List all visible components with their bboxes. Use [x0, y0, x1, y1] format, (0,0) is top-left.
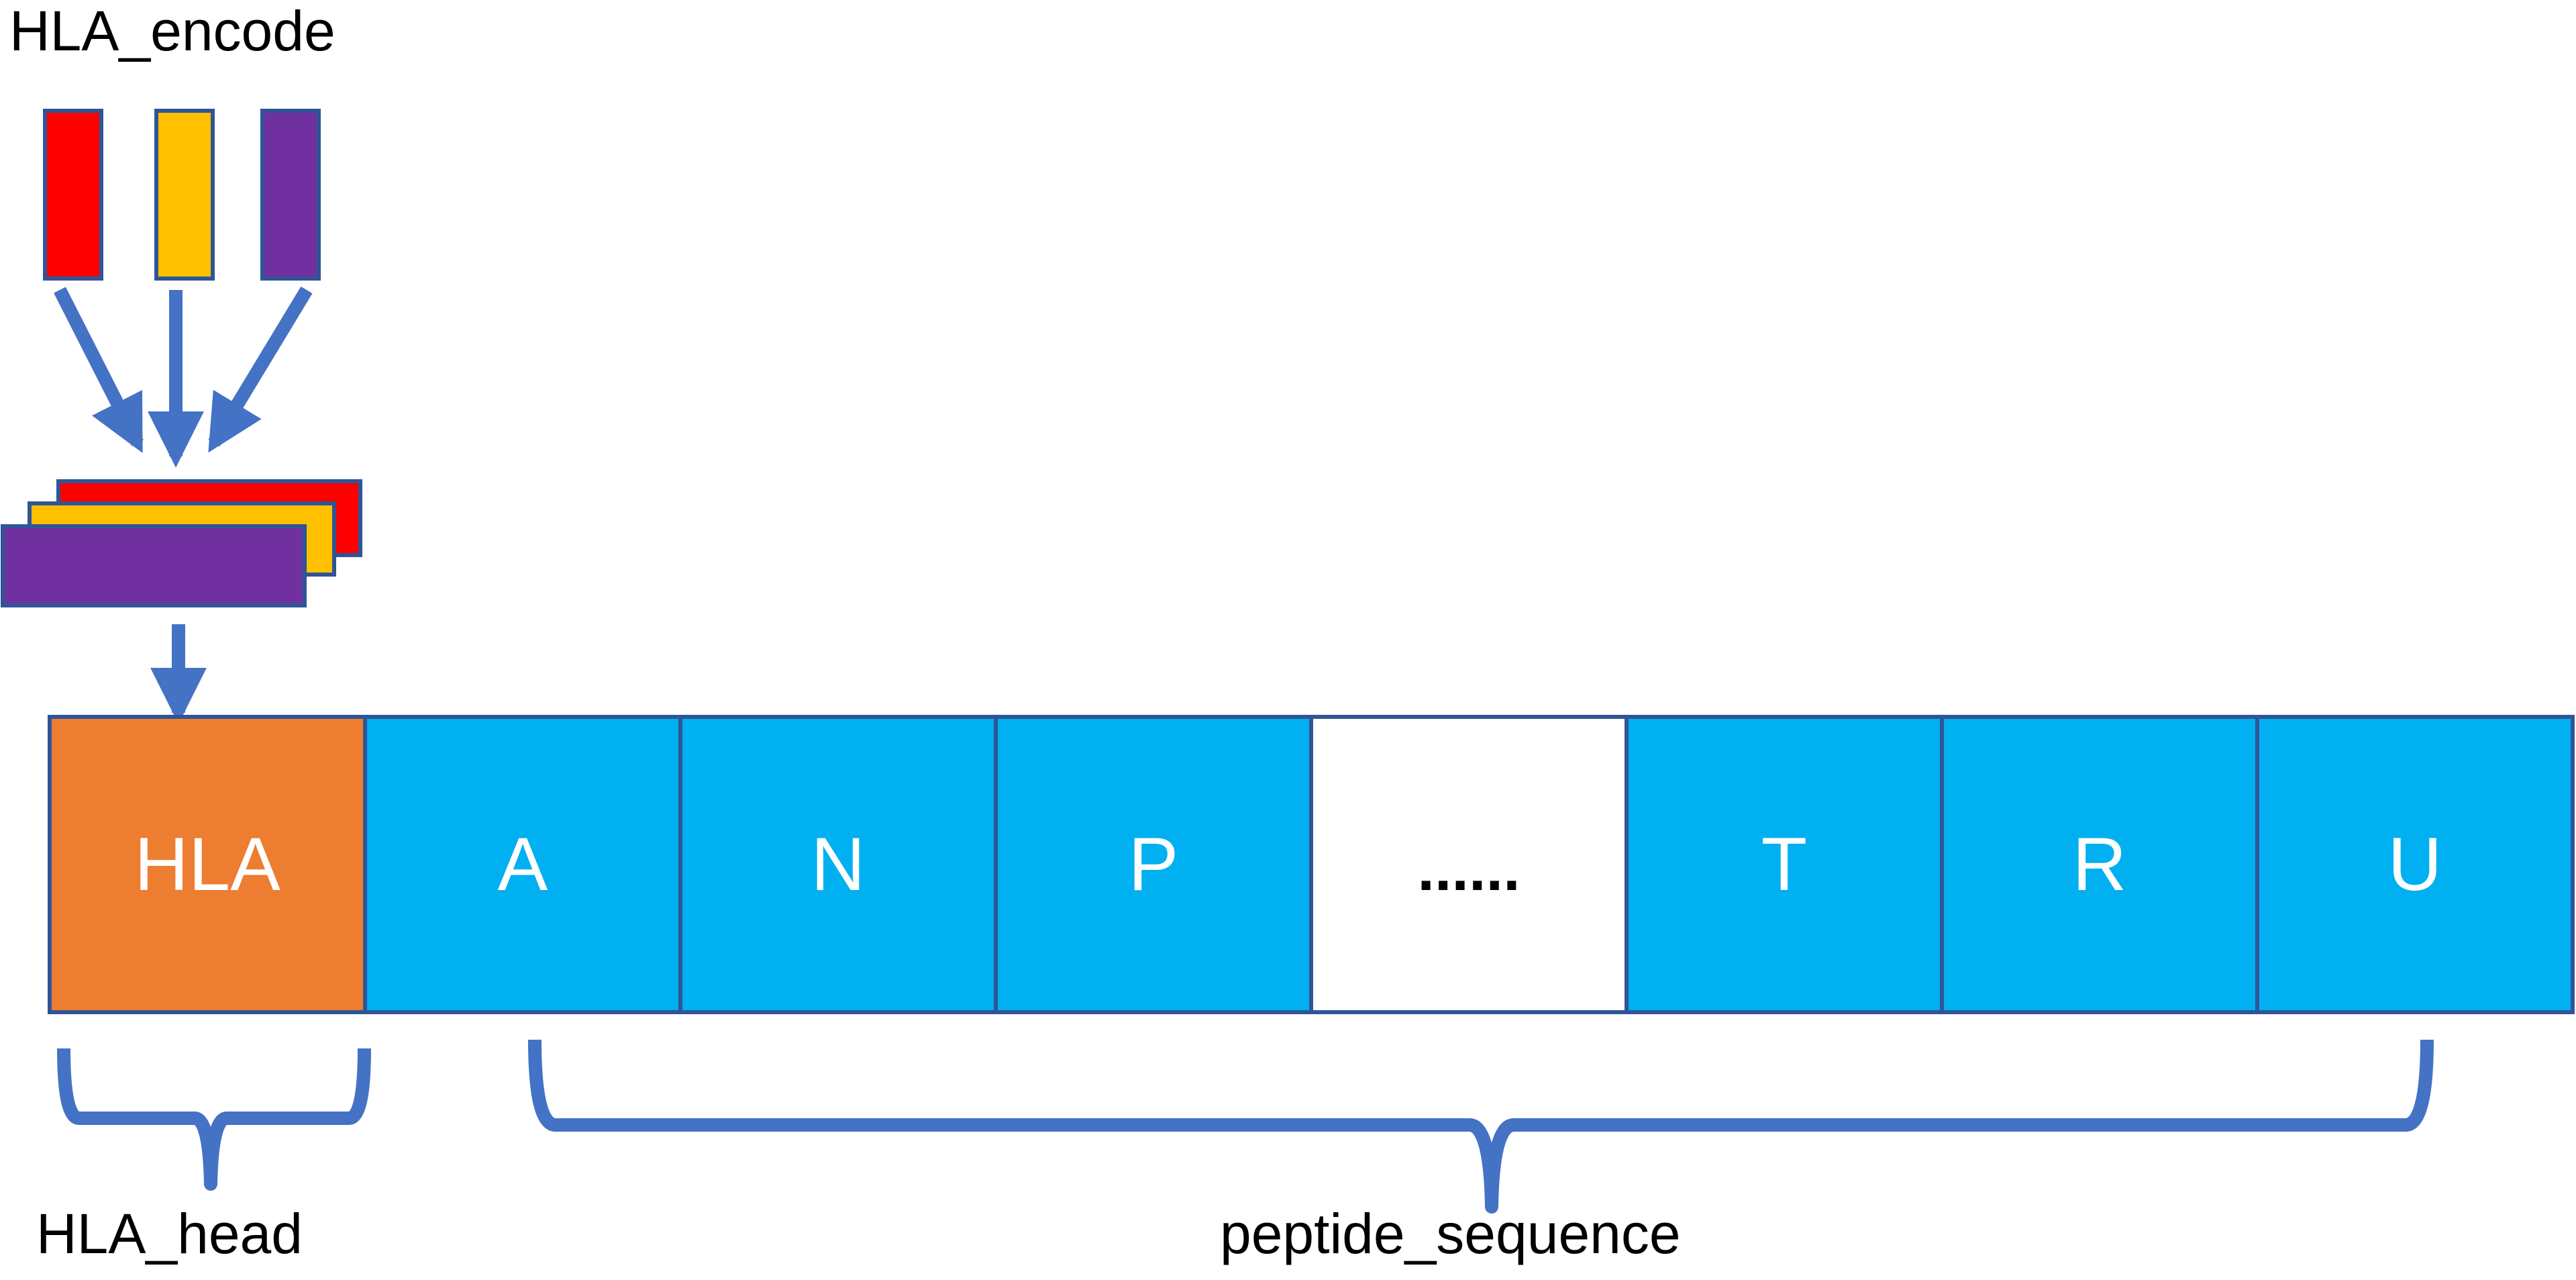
cell-label: P	[1129, 822, 1179, 906]
peptide-sequence-brace	[528, 1039, 2434, 1214]
cell-label: N	[811, 822, 866, 906]
hla-head-cell: HLA	[48, 715, 367, 1014]
stacked-encoding	[1, 479, 362, 607]
cell-box	[1625, 715, 1944, 1014]
peptide-sequence-label: peptide_sequence	[1220, 1202, 1681, 1265]
cell-box	[48, 715, 367, 1014]
stacked-layer-purple	[1, 524, 307, 607]
cell-label: HLA	[134, 822, 280, 906]
cell-box	[1309, 715, 1629, 1014]
cell-label: A	[498, 822, 548, 906]
encode-bar-purple	[260, 109, 321, 281]
ellipsis-cell: ......	[1309, 715, 1629, 1014]
hla-encode-title: HLA_encode	[9, 0, 336, 62]
cell-box	[363, 715, 682, 1014]
residue-cell-n: N	[678, 715, 998, 1014]
cell-label: ......	[1417, 835, 1520, 903]
cell-box	[2255, 715, 2575, 1014]
residue-cell-r: R	[1940, 715, 2259, 1014]
residue-cell-u: U	[2255, 715, 2575, 1014]
cell-box	[1940, 715, 2259, 1014]
arrow-from-red	[54, 287, 144, 453]
hla-head-brace	[57, 1048, 371, 1191]
residue-cell-t: T	[1625, 715, 1944, 1014]
encode-bar-red	[43, 109, 103, 281]
hla-head-label: HLA_head	[36, 1202, 303, 1265]
cell-label: R	[2073, 822, 2127, 906]
encode-bar-yellow	[154, 109, 215, 281]
converging-arrows	[54, 286, 313, 468]
cell-label: U	[2388, 822, 2442, 906]
arrow-from-purple	[208, 286, 313, 453]
encode-source-bars	[43, 109, 321, 281]
cell-box	[994, 715, 1313, 1014]
residue-cell-p: P	[994, 715, 1313, 1014]
cell-label: T	[1761, 822, 1807, 906]
residue-cell-a: A	[363, 715, 682, 1014]
sequence-row: HLA A N P...... T R U	[48, 715, 2575, 1014]
braces	[57, 1039, 2434, 1214]
